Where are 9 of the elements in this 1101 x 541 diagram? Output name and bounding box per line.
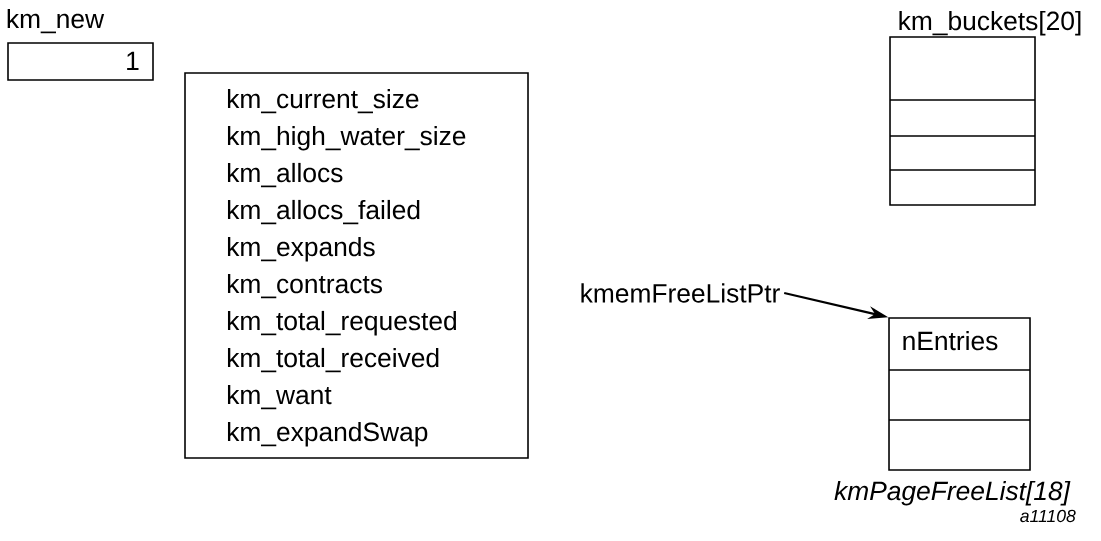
- struct-box: km_current_size km_high_water_size km_allocs km_allocs_failed km_expands km_contracts km_total_requested km_total_received km_want km_expandSwap: [184, 72, 529, 459]
- value-box: km_new 1: [7, 8, 154, 81]
- node-label: km_buckets[20]: [899, 10, 1081, 36]
- array-box: nEntries: [888, 317, 1031, 471]
- array-box: km_buckets[20]: [889, 10, 1081, 206]
- array-caption: kmPageFreeList[18]: [834, 480, 1071, 506]
- pointer-label: kmemFreeListPtr: [581, 283, 780, 303]
- node-label: km_new: [7, 8, 105, 34]
- figure-id: a11108: [1020, 509, 1076, 523]
